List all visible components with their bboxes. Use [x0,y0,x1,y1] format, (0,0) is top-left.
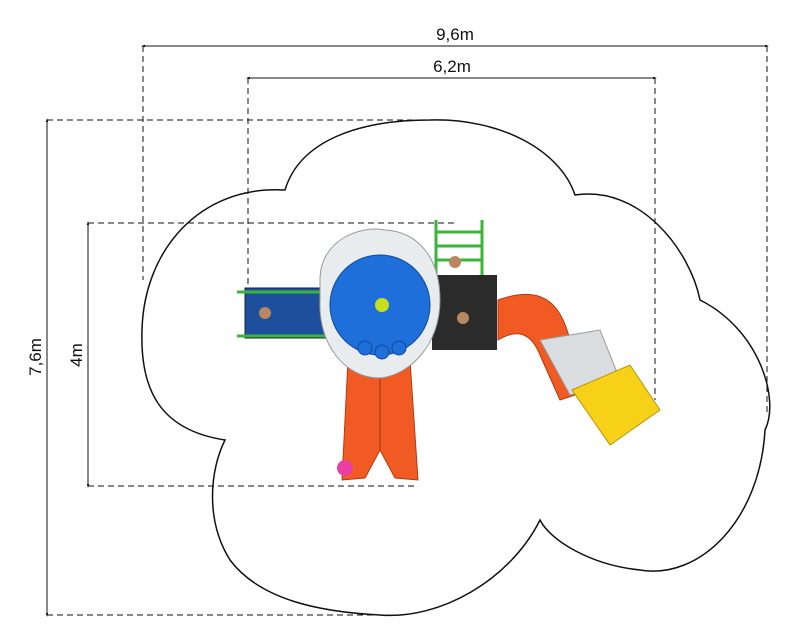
child-figure [337,460,353,476]
dimension-9-6m [141,44,769,415]
safety-zone-outline [141,119,771,617]
dimension-label-overall-width: 9,6m [436,25,474,44]
tube-exit [571,364,661,446]
ladder [434,220,484,275]
child-figure [457,312,469,324]
dimension-label-overall-depth: 7,6m [26,338,45,376]
dimension-label-equipment-width: 6,2m [433,57,471,76]
bridge-panel [244,287,326,339]
dimension-4m [86,221,455,488]
dimension-7-6m [45,118,430,617]
playground-equipment [237,220,661,481]
dimension-6-2m [246,76,657,400]
child-figure [259,307,271,319]
dimension-label-equipment-depth: 4m [67,343,86,367]
child-figure [449,256,461,268]
